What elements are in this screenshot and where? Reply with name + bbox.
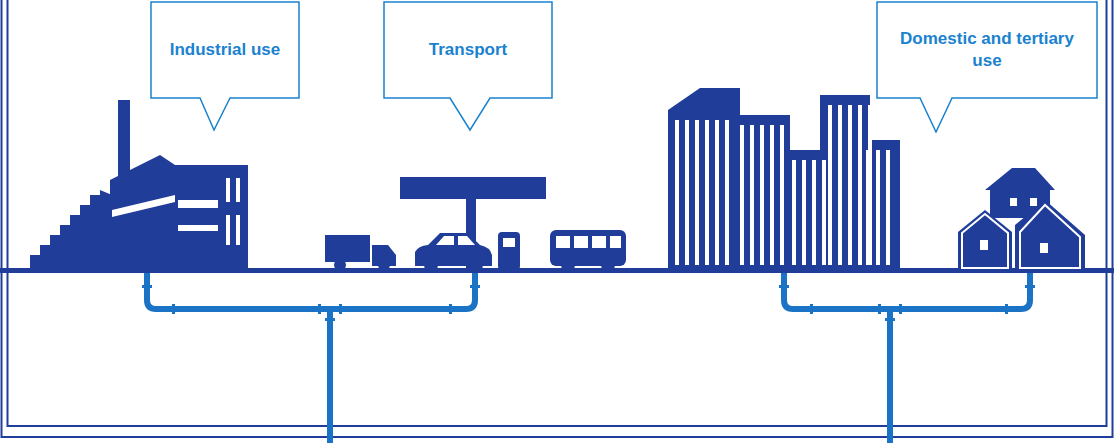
callout-bubble: Industrial use [150, 1, 300, 99]
callout-text: Transport [417, 39, 519, 61]
factory-windows [112, 178, 240, 245]
gas-station [400, 177, 546, 270]
callout-bubble: Domestic and tertiary use [876, 1, 1098, 99]
callout-text: Industrial use [158, 39, 293, 61]
callout-text: Domestic and tertiary use [876, 28, 1098, 72]
car [415, 233, 492, 272]
truck [325, 235, 396, 271]
building-windows [675, 105, 890, 265]
callout-bubble: Transport [383, 1, 553, 99]
pipes [147, 272, 1030, 443]
text-column: Industrial use [158, 39, 293, 61]
pipe-joints [142, 285, 1035, 321]
text-column: Domestic and tertiary use [876, 28, 1098, 72]
buildings [668, 88, 900, 270]
bubble-outline [876, 1, 1098, 99]
houses [958, 168, 1085, 270]
bus [550, 230, 626, 272]
text-column: Transport [417, 39, 519, 61]
